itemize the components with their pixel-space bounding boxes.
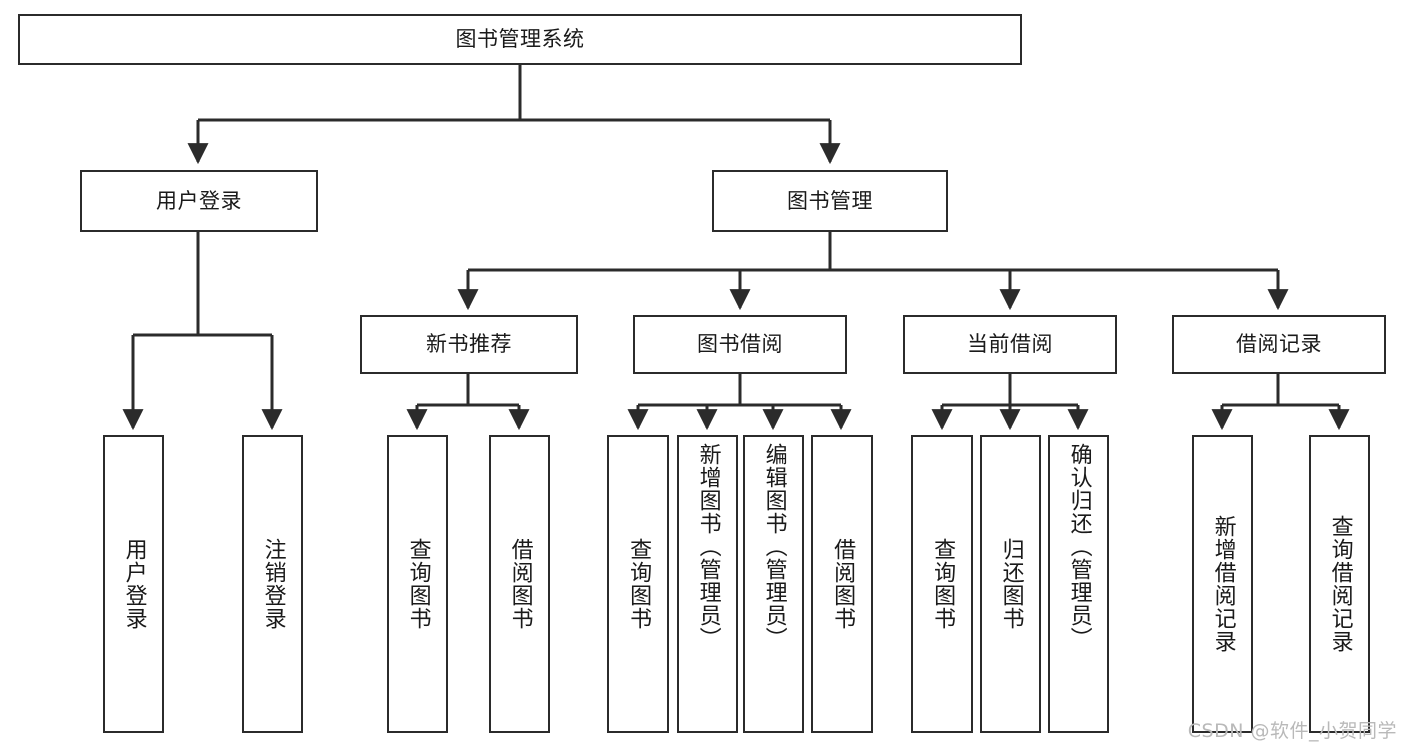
leaf-user-login-login[interactable]: 用户登录 bbox=[103, 435, 164, 733]
leaf-borrow-record-add-label: 新增借阅记录 bbox=[1210, 515, 1236, 653]
leaf-book-borrow-add-label: 新增图书（管理员） bbox=[695, 443, 721, 650]
leaf-new-book-borrow-label: 借阅图书 bbox=[507, 538, 533, 630]
node-user-login[interactable]: 用户登录 bbox=[80, 170, 318, 232]
leaf-book-borrow-add[interactable]: 新增图书（管理员） bbox=[677, 435, 738, 733]
leaf-book-borrow-edit[interactable]: 编辑图书（管理员） bbox=[743, 435, 804, 733]
leaf-new-book-borrow[interactable]: 借阅图书 bbox=[489, 435, 550, 733]
leaf-new-book-query-label: 查询图书 bbox=[405, 538, 431, 630]
leaf-book-borrow-borrow[interactable]: 借阅图书 bbox=[811, 435, 873, 733]
leaf-borrow-record-add[interactable]: 新增借阅记录 bbox=[1192, 435, 1253, 733]
node-book-manage[interactable]: 图书管理 bbox=[712, 170, 948, 232]
leaf-current-borrow-return-label: 归还图书 bbox=[998, 538, 1024, 630]
leaf-user-login-login-label: 用户登录 bbox=[121, 538, 147, 630]
node-book-manage-label: 图书管理 bbox=[787, 188, 873, 213]
node-borrow-record-label: 借阅记录 bbox=[1236, 332, 1322, 357]
leaf-borrow-record-query-label: 查询借阅记录 bbox=[1327, 515, 1353, 653]
node-current-borrow-label: 当前借阅 bbox=[967, 332, 1053, 357]
node-book-borrow-label: 图书借阅 bbox=[697, 332, 783, 357]
node-new-book-recommend-label: 新书推荐 bbox=[426, 332, 512, 357]
leaf-book-borrow-query-label: 查询图书 bbox=[626, 538, 652, 630]
node-book-borrow[interactable]: 图书借阅 bbox=[633, 315, 847, 374]
leaf-new-book-query[interactable]: 查询图书 bbox=[387, 435, 448, 733]
leaf-user-login-logout[interactable]: 注销登录 bbox=[242, 435, 303, 733]
node-user-login-label: 用户登录 bbox=[156, 188, 242, 213]
leaf-current-borrow-query-label: 查询图书 bbox=[930, 538, 956, 630]
node-new-book-recommend[interactable]: 新书推荐 bbox=[360, 315, 578, 374]
leaf-book-borrow-borrow-label: 借阅图书 bbox=[830, 538, 856, 630]
leaf-current-borrow-confirm-label: 确认归还（管理员） bbox=[1066, 443, 1092, 650]
leaf-current-borrow-confirm[interactable]: 确认归还（管理员） bbox=[1048, 435, 1109, 733]
node-borrow-record[interactable]: 借阅记录 bbox=[1172, 315, 1386, 374]
leaf-book-borrow-query[interactable]: 查询图书 bbox=[607, 435, 669, 733]
leaf-user-login-logout-label: 注销登录 bbox=[260, 538, 286, 630]
leaf-current-borrow-query[interactable]: 查询图书 bbox=[911, 435, 973, 733]
leaf-borrow-record-query[interactable]: 查询借阅记录 bbox=[1309, 435, 1370, 733]
node-root-label: 图书管理系统 bbox=[455, 27, 585, 52]
node-current-borrow[interactable]: 当前借阅 bbox=[903, 315, 1117, 374]
leaf-current-borrow-return[interactable]: 归还图书 bbox=[980, 435, 1041, 733]
node-root[interactable]: 图书管理系统 bbox=[18, 14, 1022, 65]
leaf-book-borrow-edit-label: 编辑图书（管理员） bbox=[761, 443, 787, 650]
